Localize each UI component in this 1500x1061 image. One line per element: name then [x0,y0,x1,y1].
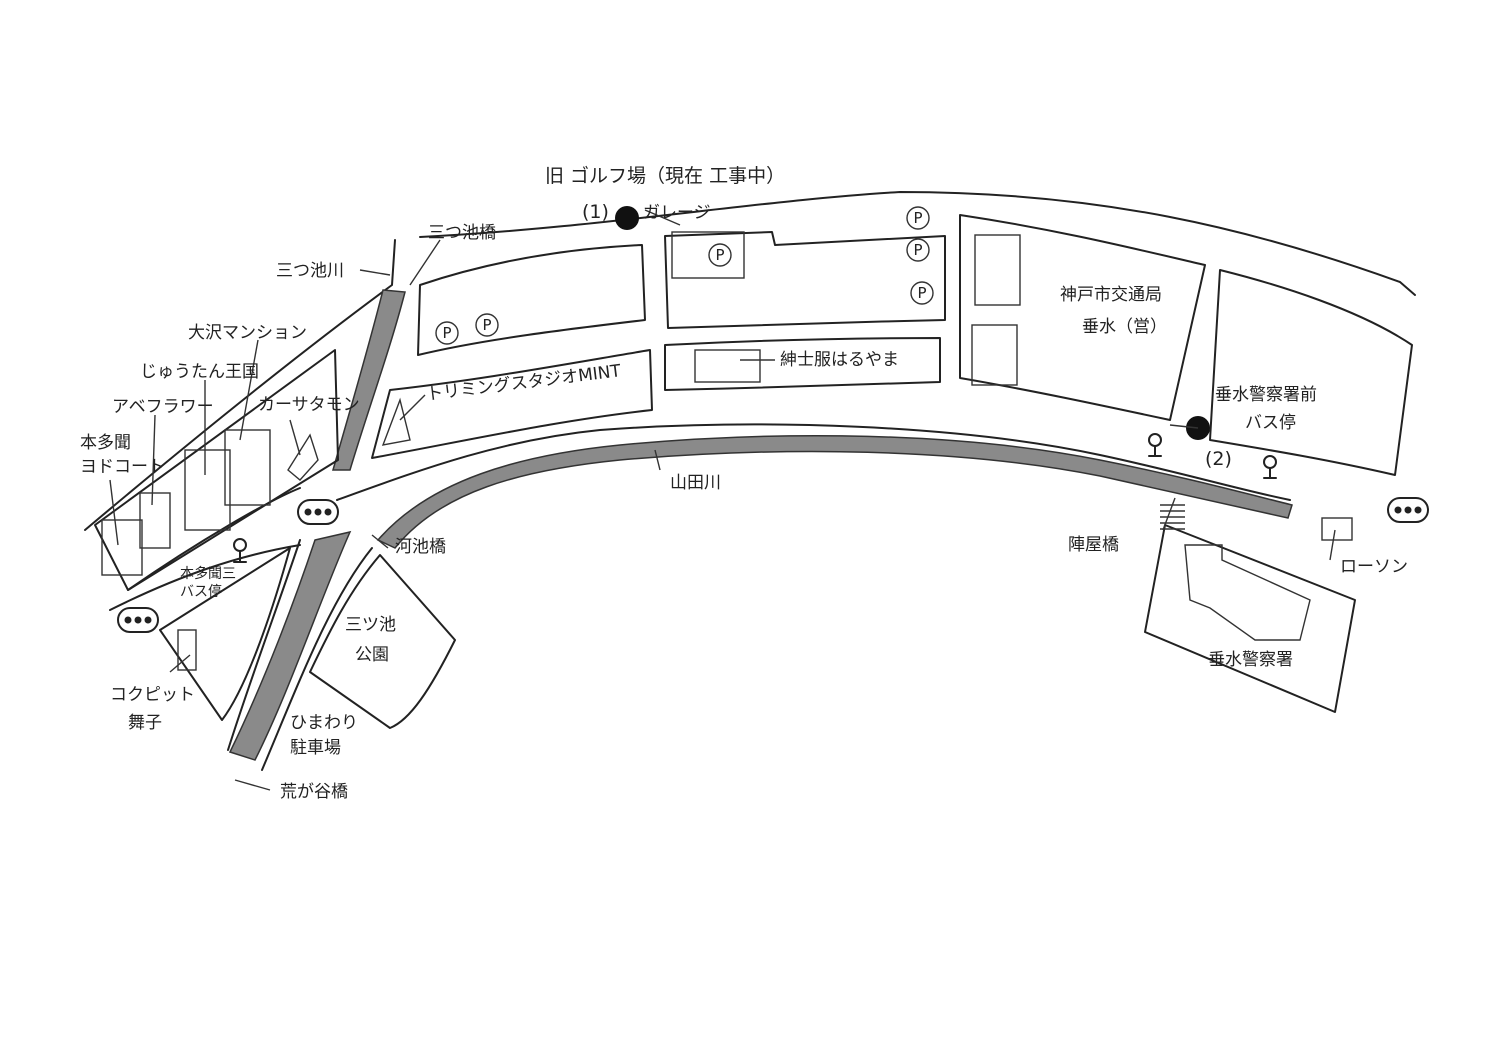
himawari-label-1: ひまわり [290,713,358,733]
honmon-bus-stop-label-1: 本多聞三 [180,565,236,582]
southwest-road-edge-2 [261,547,373,771]
parking-icon-5: P [913,241,922,259]
west-strip [94,349,339,591]
police-label: 垂水警察署 [1208,650,1293,670]
parking-icon-3: P [715,246,724,264]
bus-stop-icon [1263,455,1277,479]
osawa-bldg [224,429,271,506]
southwest-road-edge [227,539,301,751]
aragatani-bridge-label: 荒が谷橋 [280,782,348,802]
car-satamon-label: カーサタモン [258,395,360,415]
left-road-west-edge [84,239,396,531]
abe-flower-label: アベフラワー [112,397,214,417]
yamada-river [376,434,1293,549]
parking-icon-6: P [917,284,926,302]
garage-label: ガレージ [643,203,711,223]
traffic-light-icon [297,499,339,525]
kawaike-bridge-label: 河池橋 [395,537,446,557]
mitsuike-river-label: 三つ池川 [276,261,344,281]
jinya-bridge-hatch [1160,504,1185,530]
cockpit-label-1: コクピット [110,685,195,705]
bus-stop-icon [233,538,247,563]
yodo-court-label-1: 本多聞 [80,433,131,453]
leader-lines [109,209,1336,791]
police-bus-stop-label-1: 垂水警察署前 [1215,385,1317,405]
block-4 [664,337,941,391]
transport-building-1 [974,234,1021,306]
block-3 [371,349,653,459]
kobe-transport-label-1: 神戸市交通局 [1060,285,1162,305]
cockpit-label-2: 舞子 [128,713,162,733]
police-bus-stop-label-2: バス停 [1245,413,1296,433]
left-lower-road-edge [109,544,301,611]
jinya-bridge-label: 陣屋橋 [1068,535,1119,555]
main-road-north-edge [419,191,1416,296]
cockpit-block [159,547,291,721]
honmon-bus-stop-label-2: バス停 [180,583,222,600]
block-5 [959,214,1206,421]
traffic-light-icon [1387,497,1429,523]
block-6 [1209,269,1413,476]
point-2-label: (2) [1205,448,1232,470]
lawson-label: ローソン [1340,557,1408,577]
lawson-bldg [1321,517,1353,541]
yodo-court-bldg [101,519,143,576]
police-block [1144,524,1356,713]
car-satamon-bldg [287,433,319,481]
trimming-studio-label: トリミングスタジオMINT [425,361,622,405]
himawari-label-2: 駐車場 [290,738,341,758]
parking-area [671,231,745,279]
main-road-south-edge [336,423,1291,501]
mitsuike-park-label-2: 公園 [355,645,389,665]
yodo-court-label-2: ヨドコート [80,457,165,477]
bus-stop-icon [1148,433,1162,457]
trimming-bldg [381,397,411,446]
mitsuike-park-label-1: 三ツ池 [345,615,396,635]
parking-icons: P P P P P P [435,206,934,345]
yamada-river-south [228,530,352,761]
transport-building-2 [971,324,1018,386]
parking-icon-2: P [482,316,491,334]
traffic-light-icon [117,607,159,633]
block-1 [417,244,646,356]
abe-flower-bldg [139,492,171,549]
shinshi-fuku-label: 紳士服はるやま [780,350,899,370]
yamada-river-label: 山田川 [670,473,721,493]
mitsuike-bridge-label: 三つ池橋 [428,223,496,243]
shinshi-fuku-building [694,349,761,383]
parking-icon-4: P [913,209,922,227]
kobe-transport-label-2: 垂水（営） [1082,317,1167,337]
marker-point-1 [615,206,639,230]
osawa-mansion-label: 大沢マンション [188,323,307,343]
block-2 [664,231,946,329]
mitsuike-park-block [309,554,456,729]
police-bldg [1184,544,1311,641]
golf-course-label: 旧 ゴルフ場（現在 工事中） [545,165,785,187]
parking-icon-1: P [442,324,451,342]
cockpit-bldg [177,629,197,671]
jutan-bldg [184,449,231,531]
point-1-label: (1) [582,201,609,223]
mitsuike-river [332,289,406,471]
jutan-okoku-label: じゅうたん王国 [140,362,259,382]
